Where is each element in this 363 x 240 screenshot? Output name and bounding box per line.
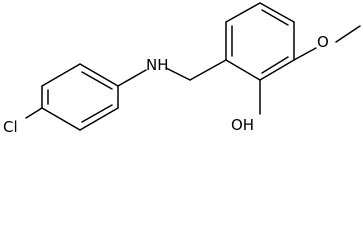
methoxy-methyl-bond (335, 25, 361, 43)
chemical-structure: Cl NH OH O (3, 2, 361, 136)
bond (259, 59, 295, 81)
aromatic-inner-bond (81, 104, 113, 123)
phenol-ring (225, 2, 295, 81)
methoxy-oxygen-label: O (317, 33, 329, 51)
aromatic-inner-bond (261, 9, 289, 26)
bond (259, 2, 295, 23)
nitrogen-methylene-bond (165, 67, 191, 81)
aryl-methoxy-oxygen-bond (293, 47, 317, 61)
chlorine-atom-label: Cl (3, 118, 18, 136)
aromatic-inner-bond (261, 56, 289, 74)
chlorophenyl-ring (41, 63, 119, 131)
amine-atom-label: NH (146, 56, 169, 74)
bond (225, 2, 261, 23)
bond (41, 63, 81, 87)
bond (79, 63, 119, 87)
carbon-chlorine-bond (25, 107, 43, 119)
aromatic-inner-bond (81, 71, 113, 90)
hydroxyl-atom-label: OH (231, 116, 254, 134)
aryl-nitrogen-bond (117, 69, 147, 87)
methylene-aryl-bond (189, 59, 227, 81)
bond (41, 107, 81, 131)
bond (79, 107, 119, 131)
bond (225, 59, 261, 81)
